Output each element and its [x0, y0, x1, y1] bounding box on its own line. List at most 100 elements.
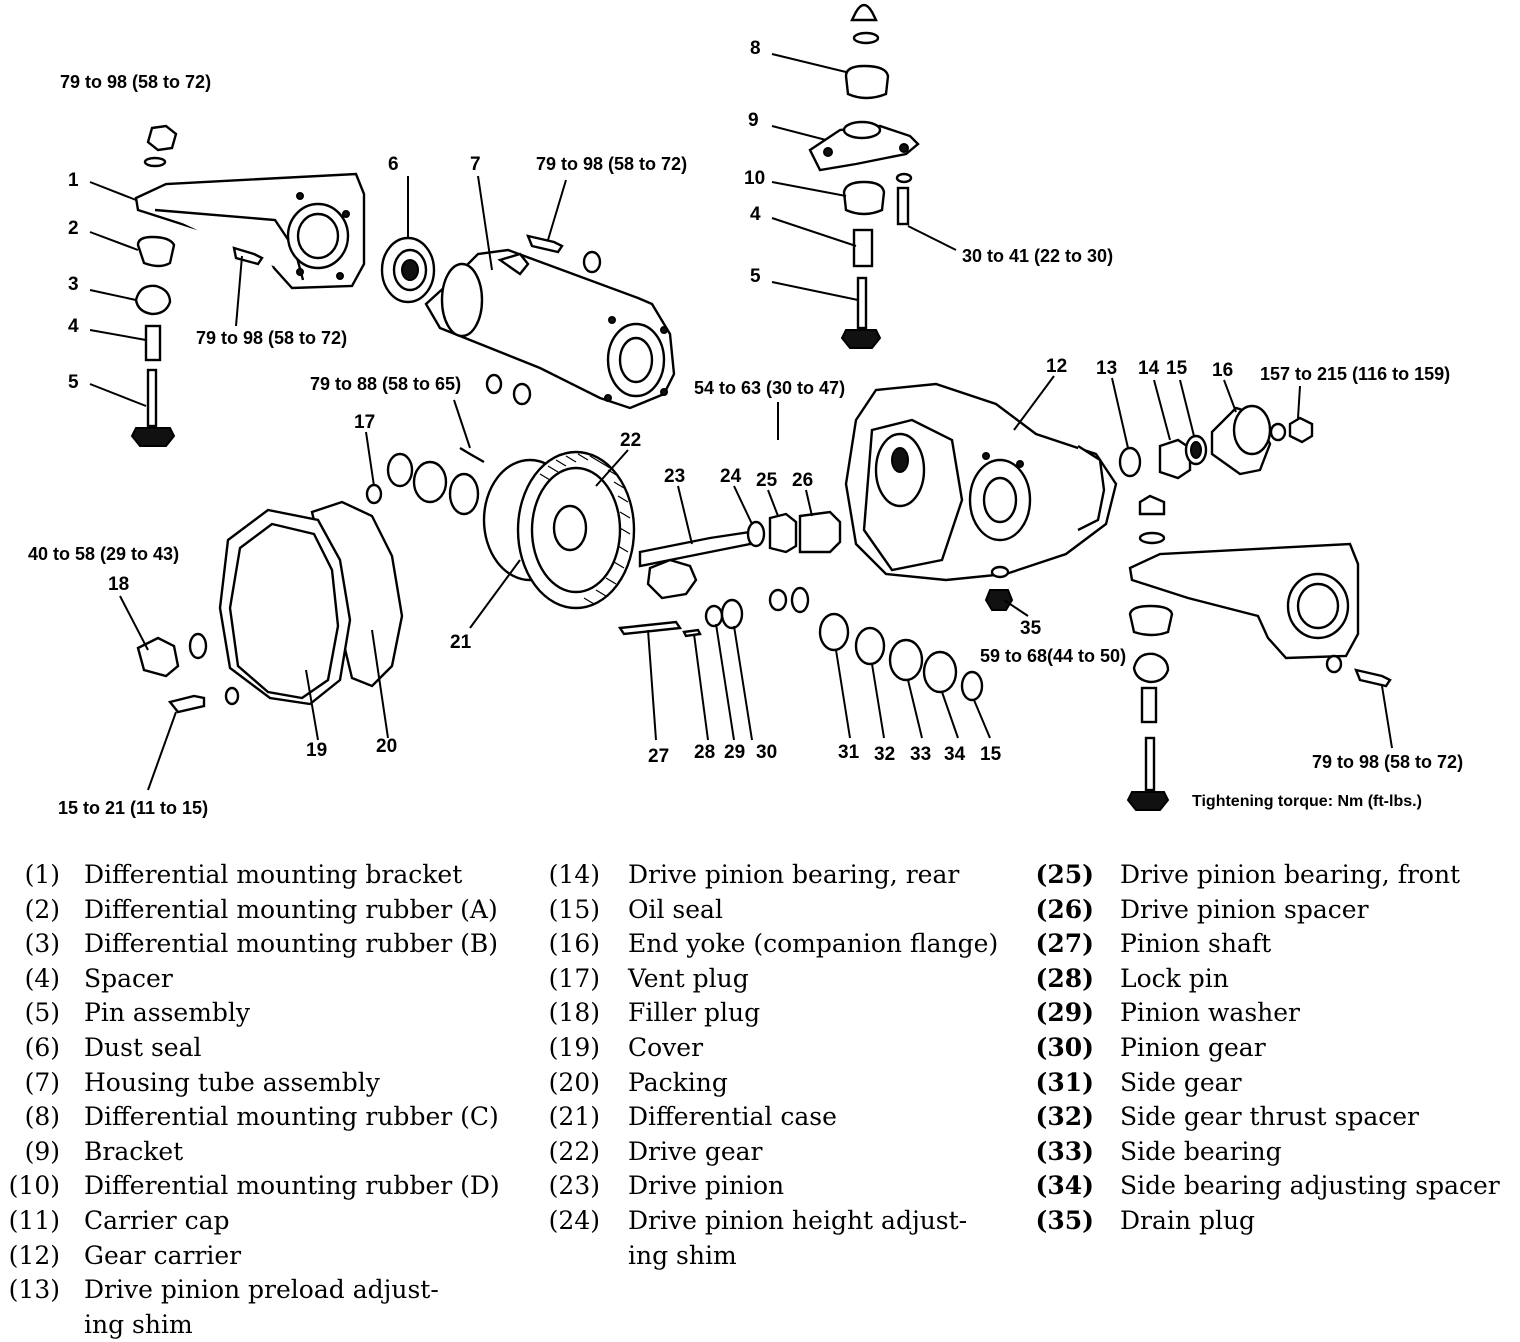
- tube-washer: [582, 250, 602, 274]
- legend-item-number: (15): [548, 894, 600, 924]
- legend-item-number: (6): [24, 1032, 60, 1062]
- legend-column-1: (1)Differential mounting bracket(2)Diffe…: [0, 858, 500, 1342]
- legend-item-number: (13): [8, 1275, 60, 1305]
- legend-item-label: Side gear: [1120, 1067, 1242, 1097]
- callout-14: 14: [1138, 358, 1160, 379]
- torque-cover: 15 to 21 (11 to 15): [58, 798, 208, 818]
- legend-item-label: Dust seal: [84, 1032, 202, 1062]
- legend-item-label: Bracket: [84, 1136, 184, 1166]
- legend-item-number: (28): [1035, 963, 1094, 993]
- legend-item-continuation: ing shim: [0, 1308, 500, 1342]
- callout-15-lower: 15: [980, 744, 1002, 765]
- legend-item: (24)Drive pinion height adjust-: [538, 1204, 998, 1239]
- torque-flange-nut: 157 to 215 (116 to 159): [1260, 364, 1450, 384]
- callout-13: 13: [1096, 358, 1117, 379]
- torque-left-bracket: 79 to 98 (58 to 72): [196, 328, 347, 348]
- callout-4: 4: [68, 316, 79, 337]
- callout-numbers: 1 2 3 4 5 6 7 8 9 10 4 5 12 13 14 15 16 …: [68, 38, 1233, 767]
- torque-left-top: 79 to 98 (58 to 72): [60, 72, 211, 92]
- torque-filler: 40 to 58 (29 to 43): [28, 544, 179, 564]
- callout-29: 29: [724, 742, 745, 763]
- left-mount-stack: [130, 124, 178, 447]
- callout-27: 27: [648, 746, 669, 767]
- callout-31: 31: [838, 742, 860, 763]
- legend-item-label: Differential mounting rubber (A): [84, 894, 498, 924]
- legend-item-number: (9): [24, 1136, 60, 1166]
- legend-item-number: (7): [24, 1067, 60, 1097]
- callout-4-top: 4: [750, 204, 761, 225]
- tube-bolt: [526, 234, 564, 254]
- legend-item-continuation: ing shim: [538, 1239, 998, 1274]
- callout-6: 6: [388, 154, 399, 175]
- legend-item: (34)Side bearing adjusting spacer: [1032, 1169, 1500, 1204]
- legend-item: (3)Differential mounting rubber (B): [0, 927, 500, 962]
- legend-item: (29) Pinion washer: [1032, 996, 1500, 1031]
- legend-item: (32)Side gear thrust spacer: [1032, 1100, 1500, 1135]
- legend-item-label-continued: ing shim: [628, 1240, 737, 1270]
- gear-carrier: [844, 382, 1118, 582]
- legend-item-number: (25): [1035, 860, 1094, 889]
- housing-tube: [424, 248, 676, 410]
- legend-item: (13)Drive pinion preload adjust-: [0, 1273, 500, 1308]
- legend-item: (26)Drive pinion spacer: [1032, 893, 1500, 928]
- torque-housing-bolt: 79 to 98 (58 to 72): [536, 154, 687, 174]
- legend-item-label: Drive gear: [628, 1136, 763, 1166]
- legend-item-label: Pinion washer: [1120, 998, 1300, 1028]
- legend-item: (8)Differential mounting rubber (C): [0, 1100, 500, 1135]
- legend-item-label: Packing: [628, 1067, 728, 1097]
- legend-item-label: Side bearing: [1120, 1136, 1282, 1166]
- legend-item-label: Spacer: [84, 963, 173, 993]
- callout-16: 16: [1212, 360, 1233, 381]
- legend-item: (10)Differential mounting rubber (D): [0, 1169, 500, 1204]
- legend-item: (6) Dust seal: [0, 1031, 500, 1066]
- callout-21: 21: [450, 632, 472, 653]
- callout-1: 1: [68, 170, 79, 191]
- legend-item-label: Drain plug: [1120, 1205, 1256, 1235]
- legend-item: (20)Packing: [538, 1066, 998, 1101]
- legend-item-number: (4): [24, 963, 60, 993]
- legend-item-label: Pinion gear: [1120, 1032, 1266, 1062]
- legend-item: (7)Housing tube assembly: [0, 1066, 500, 1101]
- legend-item-number: (18): [548, 998, 600, 1028]
- legend-item-number: (19): [548, 1032, 600, 1062]
- filler-plug: [136, 632, 240, 714]
- callout-32: 32: [874, 744, 895, 765]
- cover-and-packing: [218, 500, 404, 706]
- legend-item-label: Drive pinion: [628, 1171, 785, 1201]
- legend-item-label: Side bearing adjusting spacer: [1120, 1171, 1500, 1201]
- legend-item-label: Vent plug: [628, 963, 749, 993]
- callout-19: 19: [306, 740, 327, 761]
- legend-item-label: Differential mounting bracket: [84, 860, 463, 889]
- dust-seal: [380, 236, 436, 304]
- differential-case-and-drive-gear: [482, 450, 636, 610]
- legend-item-number: (17): [548, 963, 600, 993]
- legend-item: (25)Drive pinion bearing, front: [1032, 858, 1500, 893]
- side-gear-stack: [818, 612, 984, 702]
- callout-18: 18: [108, 574, 129, 595]
- exploded-view-diagram: 1 2 3 4 5 6 7 8 9 10 4 5 12 13 14 15 16 …: [28, 3, 1463, 818]
- legend-item-number: (10): [8, 1171, 60, 1201]
- mounting-bracket-left: [134, 172, 366, 290]
- legend-item-number: (2): [24, 894, 60, 924]
- legend-item: (31)Side gear: [1032, 1066, 1500, 1101]
- callout-23: 23: [664, 466, 685, 487]
- callout-10: 10: [744, 168, 765, 189]
- legend-item-number-spacer: [0, 1308, 60, 1342]
- legend-item-number: (26): [1035, 894, 1094, 924]
- legend-item: (22)Drive gear: [538, 1135, 998, 1170]
- legend-item-label: Filler plug: [628, 998, 761, 1028]
- legend-item: (12)Gear carrier: [0, 1239, 500, 1274]
- legend-item-number: (16): [548, 929, 600, 959]
- torque-drain: 59 to 68(44 to 50): [980, 646, 1126, 666]
- legend-item: (5)Pin assembly: [0, 996, 500, 1031]
- torque-units-note: Tightening torque: Nm (ft-lbs.): [1192, 793, 1422, 810]
- torque-specs: 79 to 98 (58 to 72) 79 to 98 (58 to 72) …: [28, 72, 1463, 818]
- legend-item-number: (29): [1035, 998, 1094, 1028]
- legend-item: (15) Oil seal: [538, 893, 998, 928]
- callout-30: 30: [756, 742, 777, 763]
- legend-item: (21)Differential case: [538, 1100, 998, 1135]
- legend-item-number: (14): [548, 860, 600, 889]
- callout-15: 15: [1166, 358, 1188, 379]
- legend-item-label: Oil seal: [628, 894, 723, 924]
- legend-item-label: Drive pinion bearing, rear: [628, 860, 960, 889]
